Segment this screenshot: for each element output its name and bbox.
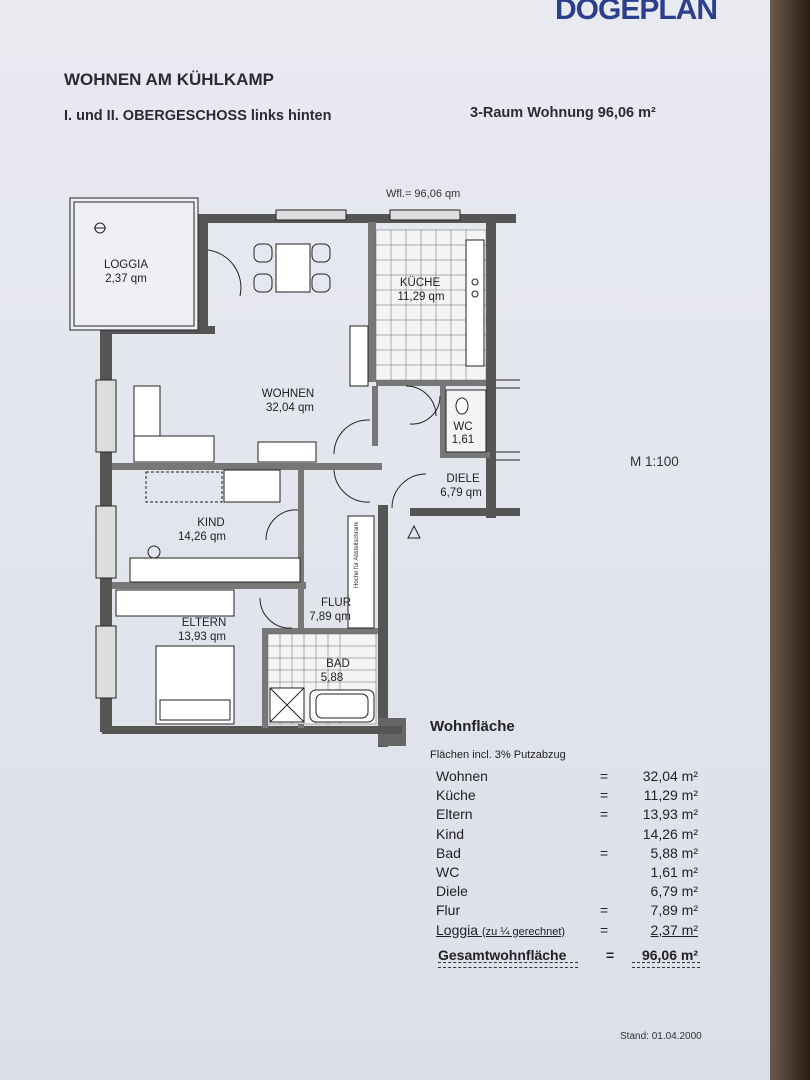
- loggia-outline: [69, 197, 199, 331]
- table-background: [770, 0, 810, 1080]
- area-equals: =: [600, 921, 609, 938]
- area-label: Wohnen: [436, 768, 488, 784]
- area-label: Bad: [436, 844, 461, 861]
- room-wc-name: WC: [453, 421, 472, 433]
- stand-date: Stand: 01.04.2000: [620, 1031, 702, 1042]
- area-value: 7,89 m²: [650, 902, 698, 919]
- area-label: Flur: [436, 902, 461, 919]
- room-bad-name: BAD: [326, 658, 350, 670]
- room-eltern-name: ELTERN: [182, 617, 227, 629]
- shaft-label: Hoche für Abstellschrank: [354, 521, 360, 588]
- room-kind-name: KIND: [197, 517, 224, 529]
- area-value: 14,26 m²: [642, 825, 698, 842]
- room-wc-area: 1,61: [452, 434, 474, 446]
- loggia-note: (zu ¼ gerechnet): [481, 925, 566, 938]
- room-diele-area: 6,79 qm: [440, 487, 482, 499]
- area-value: 1,61 m²: [650, 863, 698, 880]
- floor-subtitle: I. und II. OBERGESCHOSS links hinten: [64, 108, 332, 124]
- window-wohnen-top: [275, 209, 347, 221]
- company-logo: DOGEPLAN: [555, 0, 718, 26]
- page-title: WOHNEN AM KÜHLKAMP: [64, 70, 274, 89]
- area-row-wc: WC 1,61 m²: [430, 864, 720, 883]
- area-value: 5,88 m²: [650, 844, 698, 861]
- room-wohnen-name: WOHNEN: [262, 388, 314, 400]
- floor-plan: Wfl.= 96,06 qm LOGGIA 2,37 qm WOHNEN 32,…: [69, 188, 520, 747]
- area-equals: =: [600, 787, 609, 804]
- area-row-kind: Kind 14,26 m²: [430, 826, 720, 845]
- area-equals: =: [600, 768, 609, 784]
- wall-right: [486, 222, 496, 518]
- window-wohnen: [95, 379, 117, 453]
- area-row-eltern: Eltern = 13,93 m²: [430, 806, 720, 825]
- room-kueche-name: KÜCHE: [400, 277, 441, 289]
- double-underline-right: [632, 962, 700, 968]
- double-underline-left: [438, 962, 578, 968]
- area-note: Flächen incl. 3% Putzabzug: [430, 749, 566, 761]
- area-row-kueche: Küche = 11,29 m²: [430, 787, 720, 806]
- room-kind-area: 14,26 qm: [178, 531, 226, 543]
- total-label: Gesamtwohnfläche: [438, 946, 567, 963]
- area-label: Kind: [436, 825, 465, 842]
- living-area-label: Wfl.= 96,06 qm: [386, 188, 460, 200]
- window-kind: [95, 505, 117, 579]
- room-loggia-area: 2,37 qm: [105, 273, 147, 285]
- area-label: Loggia (zu ¼ gerechnet): [436, 922, 565, 938]
- area-row-diele: Diele 6,79 m²: [430, 883, 720, 902]
- wall-bottom: [102, 726, 402, 734]
- area-value: 2,37 m²: [650, 921, 698, 938]
- total-equals: =: [606, 946, 615, 963]
- area-row-bad: Bad = 5,88 m²: [430, 845, 720, 864]
- area-heading: Wohnfläche: [430, 718, 515, 735]
- area-value: 32,04 m²: [642, 768, 698, 784]
- area-equals: =: [600, 806, 609, 823]
- area-row-flur: Flur = 7,89 m²: [430, 902, 720, 921]
- window-kueche-top: [389, 209, 461, 221]
- total-value: 96,06 m²: [641, 946, 698, 963]
- room-eltern-area: 13,93 qm: [178, 631, 226, 643]
- room-kueche-area: 11,29 qm: [397, 291, 444, 303]
- room-flur-name: FLUR: [321, 597, 351, 609]
- room-flur-area: 7,89 qm: [309, 611, 351, 623]
- room-diele-name: DIELE: [446, 473, 480, 485]
- area-equals: =: [600, 902, 609, 919]
- room-bad-area: 5,88: [321, 672, 343, 684]
- wall-top: [200, 214, 516, 223]
- room-wohnen-area: 32,04 qm: [266, 402, 314, 414]
- area-value: 13,93 m²: [642, 806, 698, 823]
- area-label: Eltern: [436, 806, 473, 823]
- wall-flur-right: [378, 505, 388, 747]
- loggia-label: Loggia: [436, 921, 479, 938]
- area-label: Küche: [436, 787, 476, 804]
- area-label: Diele: [436, 883, 468, 900]
- area-value: 11,29 m²: [643, 787, 698, 804]
- area-total-row: Gesamtwohnfläche = 96,06 m²: [430, 947, 720, 969]
- wall-loggia-right: [198, 214, 208, 332]
- wall-diele-bottom: [410, 508, 520, 516]
- room-loggia-name: LOGGIA: [104, 259, 148, 271]
- apartment-type: 3-Raum Wohnung 96,06 m²: [470, 105, 656, 121]
- area-summary: Wohnfläche Flächen incl. 3% Putzabzug Wo…: [430, 718, 720, 969]
- area-label: WC: [436, 863, 460, 880]
- window-eltern: [95, 625, 117, 699]
- paper-sheet: [0, 0, 780, 1080]
- area-row-wohnen: Wohnen = 32,04 m²: [430, 768, 720, 787]
- area-value: 6,79 m²: [650, 883, 698, 900]
- scale-label: M 1:100: [630, 454, 679, 469]
- area-equals: =: [600, 844, 609, 861]
- area-row-loggia: Loggia (zu ¼ gerechnet) = 2,37 m²: [430, 922, 720, 941]
